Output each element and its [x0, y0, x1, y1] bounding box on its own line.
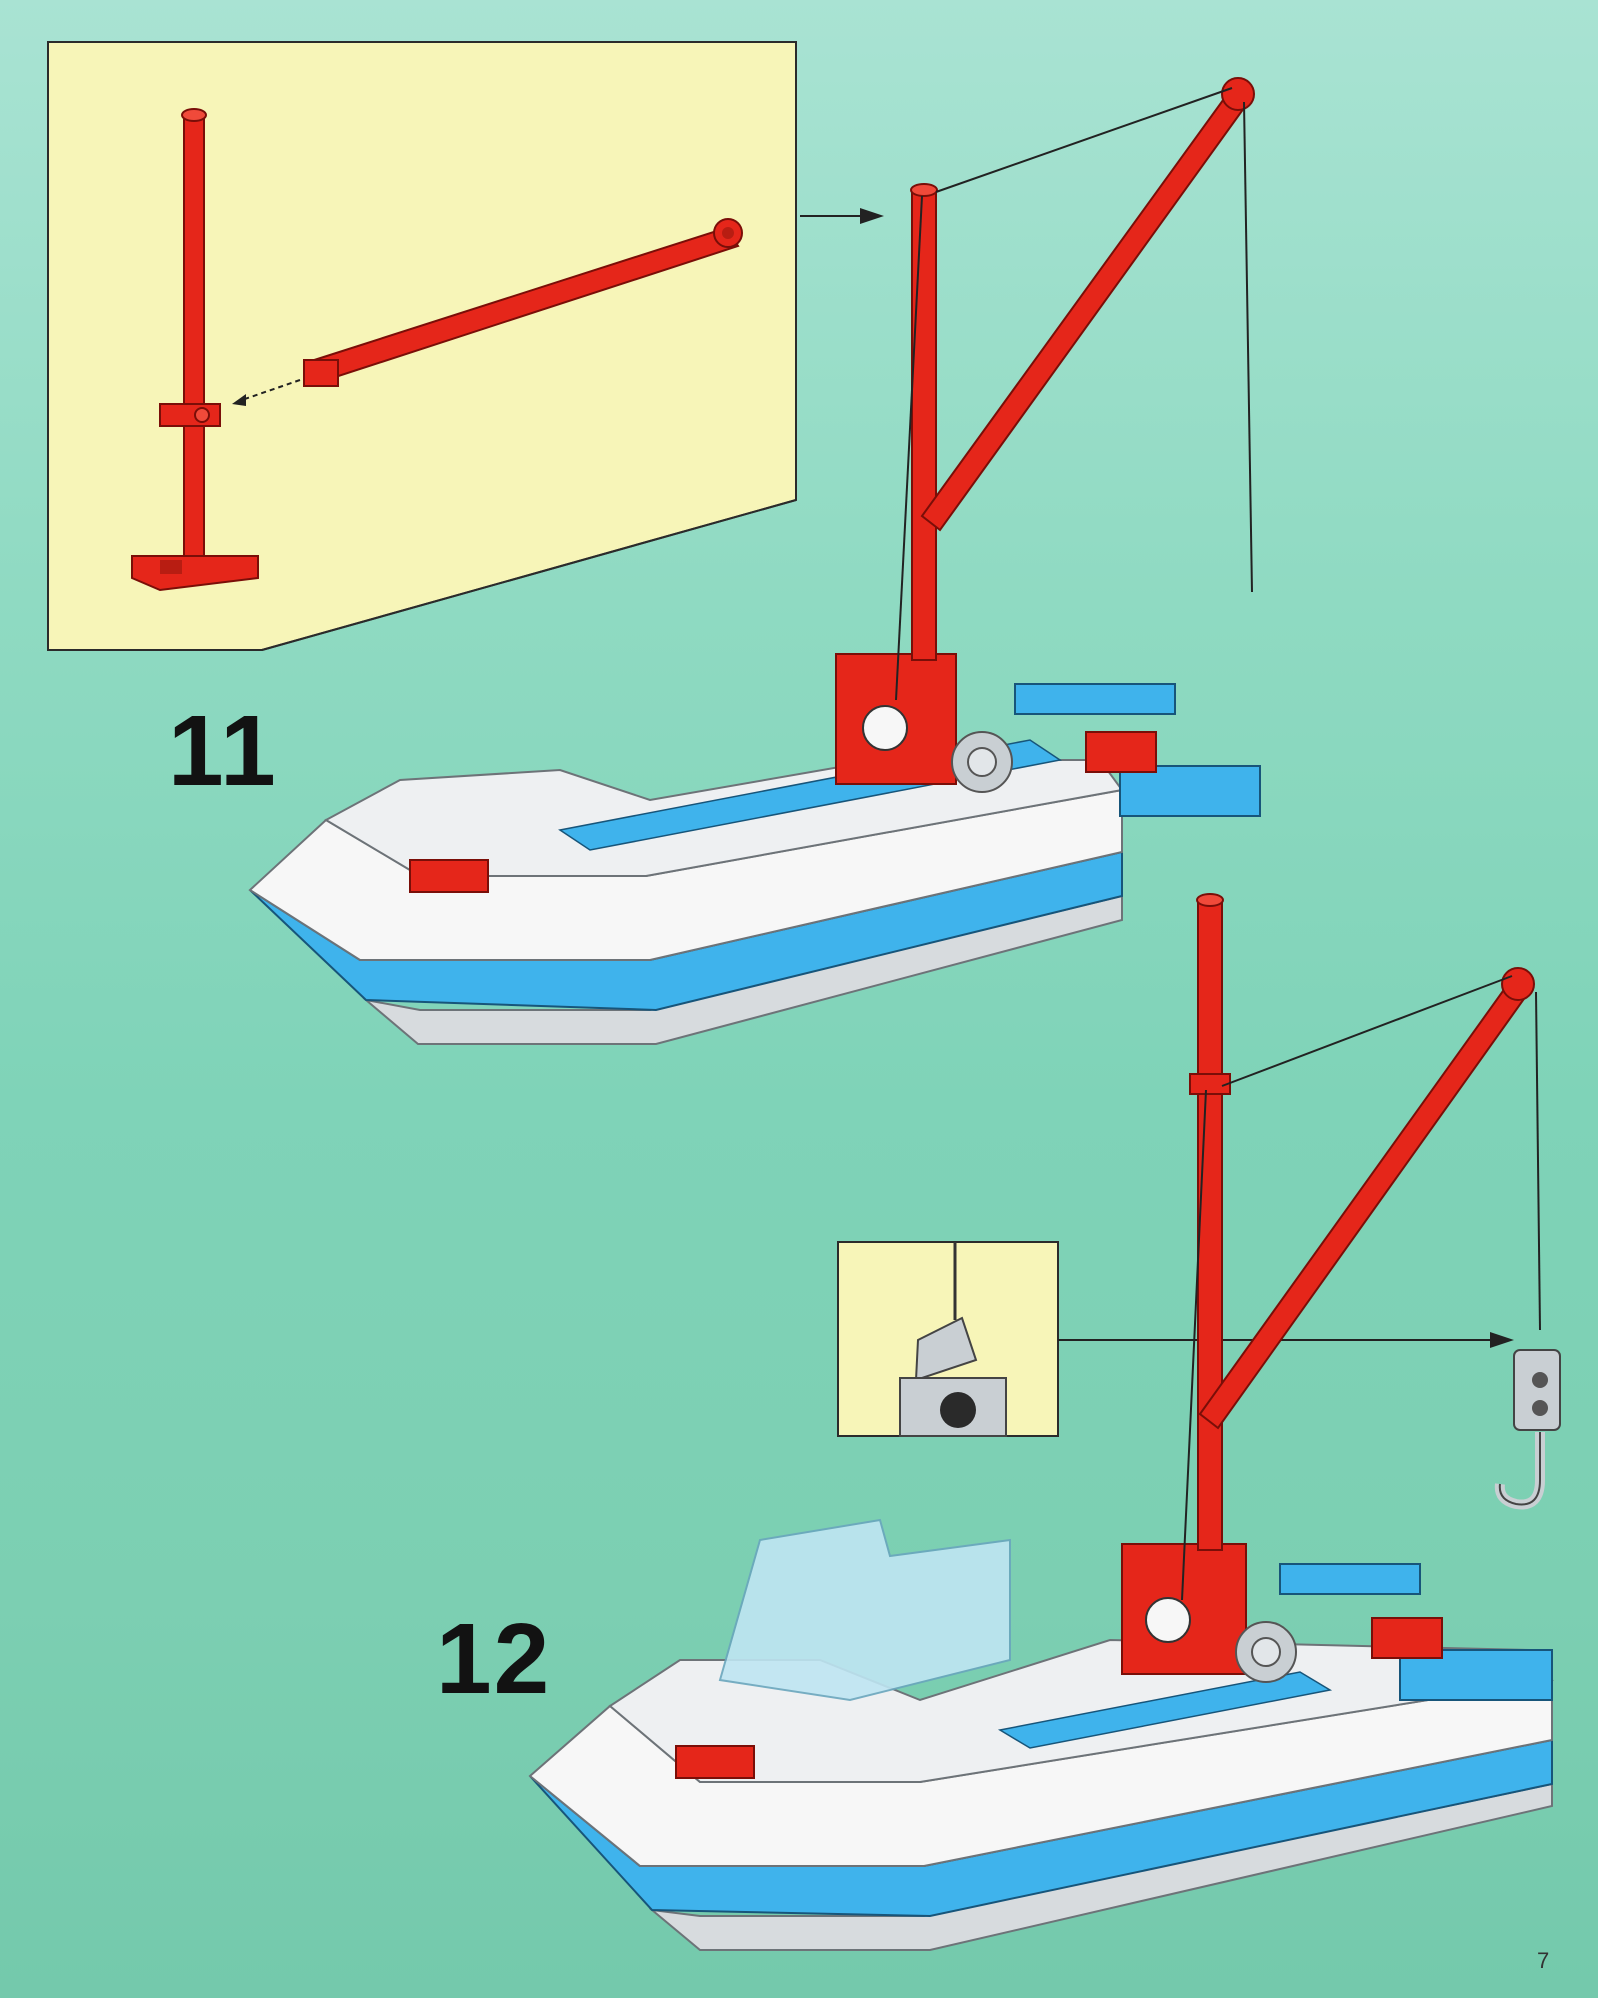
dashed-arrow-left-icon: [232, 379, 301, 406]
step-12-model: [528, 893, 1561, 1951]
jib-arm-part: [303, 218, 743, 387]
step-12-hook-inset: [837, 1241, 1059, 1437]
arrow-right-icon: [800, 208, 884, 224]
step-11-model: [248, 77, 1261, 1045]
step-number-12: 12: [436, 1603, 552, 1715]
step-number-11: 11: [168, 695, 278, 807]
arrow-right-icon: [1058, 1332, 1514, 1348]
page-number: 7: [1537, 1948, 1550, 1973]
mast-part: [131, 108, 259, 592]
